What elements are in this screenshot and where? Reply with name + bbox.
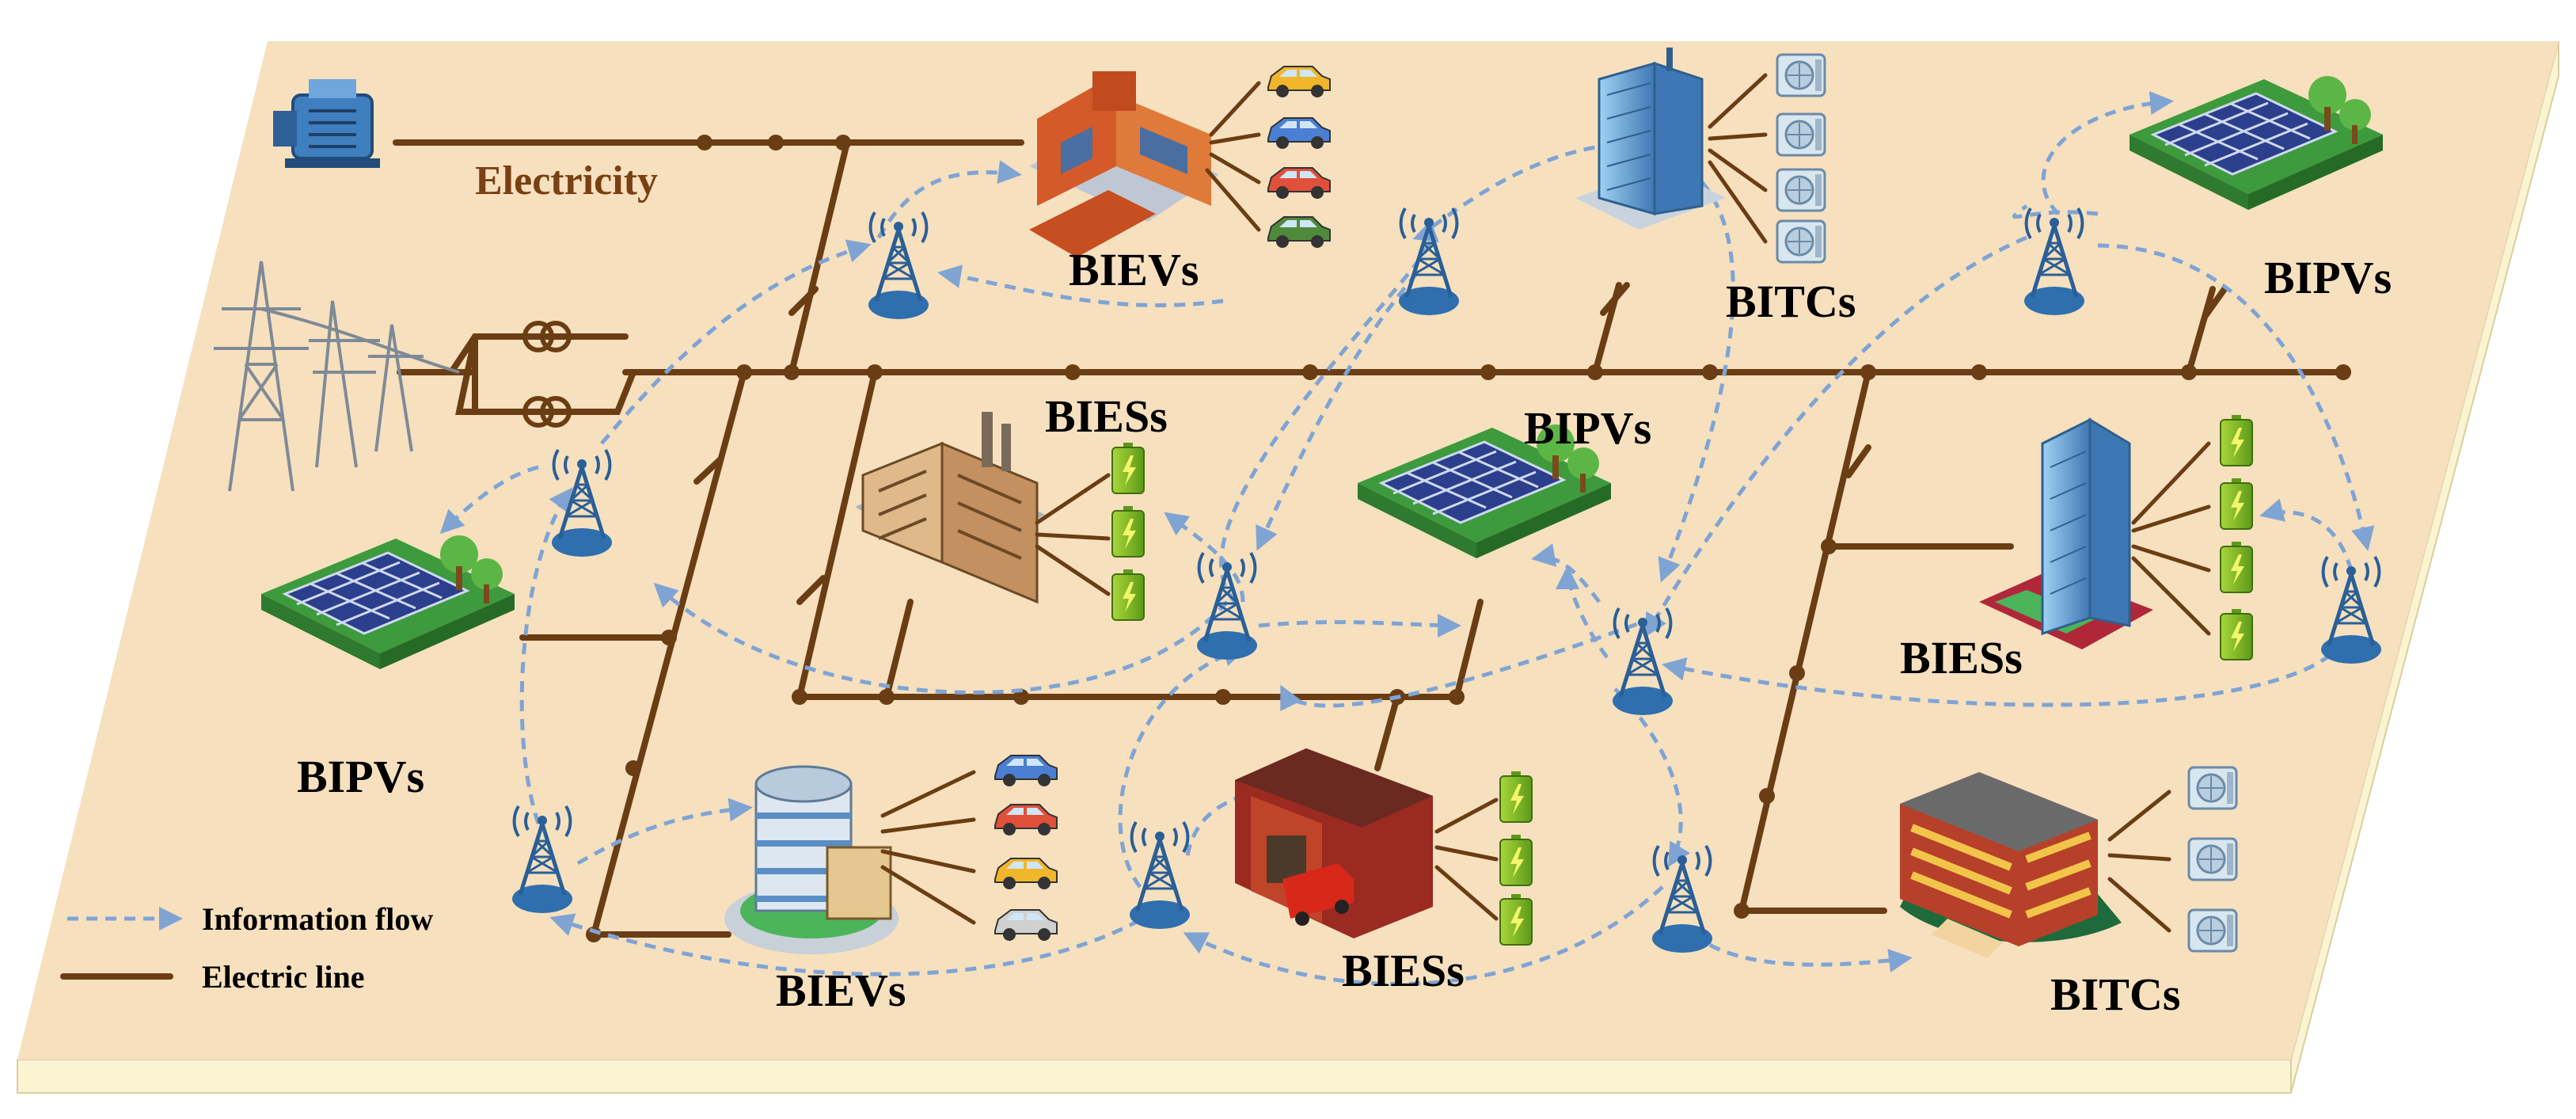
biess-right-skyscraper-icon	[1979, 417, 2153, 649]
legend: Information flow Electric line	[60, 901, 433, 995]
bievs-top-cars	[1205, 66, 1331, 249]
biess-right-label: BIESs	[1900, 632, 2023, 683]
bievs-top-building-icon	[1029, 71, 1219, 257]
generator-icon	[273, 79, 380, 168]
transmission-tower-icon	[214, 261, 460, 492]
bievs-bottom-building-icon	[724, 765, 899, 954]
bipvs-top-right-label: BIPVs	[2264, 252, 2392, 303]
bievs-bottom-cars	[880, 755, 1058, 942]
legend-electric-line-label: Electric line	[202, 959, 364, 995]
biess-right-batteries	[2131, 414, 2253, 660]
switches	[693, 282, 2228, 605]
biess-bottom-batteries	[1434, 771, 1533, 946]
bipvs-center-label: BIPVs	[1524, 402, 1651, 454]
bitcs-bottom-label: BITCs	[2050, 969, 2180, 1020]
electric-lines	[393, 135, 2351, 942]
bitcs-top-label: BITCs	[1726, 276, 1856, 327]
bitcs-bottom-air-conditioners	[2107, 766, 2238, 953]
bipvs-left-label: BIPVs	[297, 751, 424, 802]
biess-center-top-batteries	[1035, 442, 1145, 621]
electricity-label: Electricity	[475, 158, 658, 204]
biess-center-top-label: BIESs	[1045, 390, 1168, 442]
biess-center-top-factory-icon	[855, 412, 1045, 604]
biess-bottom-fire-station-icon	[1235, 748, 1433, 938]
biess-bottom-label: BIESs	[1342, 945, 1465, 996]
legend-information-flow-label: Information flow	[202, 901, 433, 937]
bitcs-top-building-icon	[1575, 48, 1726, 230]
bitcs-top-air-conditioners	[1708, 53, 1826, 264]
bievs-top-label: BIEVs	[1069, 244, 1199, 295]
bitcs-bottom-building-icon	[1900, 772, 2122, 958]
transformer-icon	[397, 321, 572, 428]
bievs-bottom-label: BIEVs	[776, 965, 906, 1016]
